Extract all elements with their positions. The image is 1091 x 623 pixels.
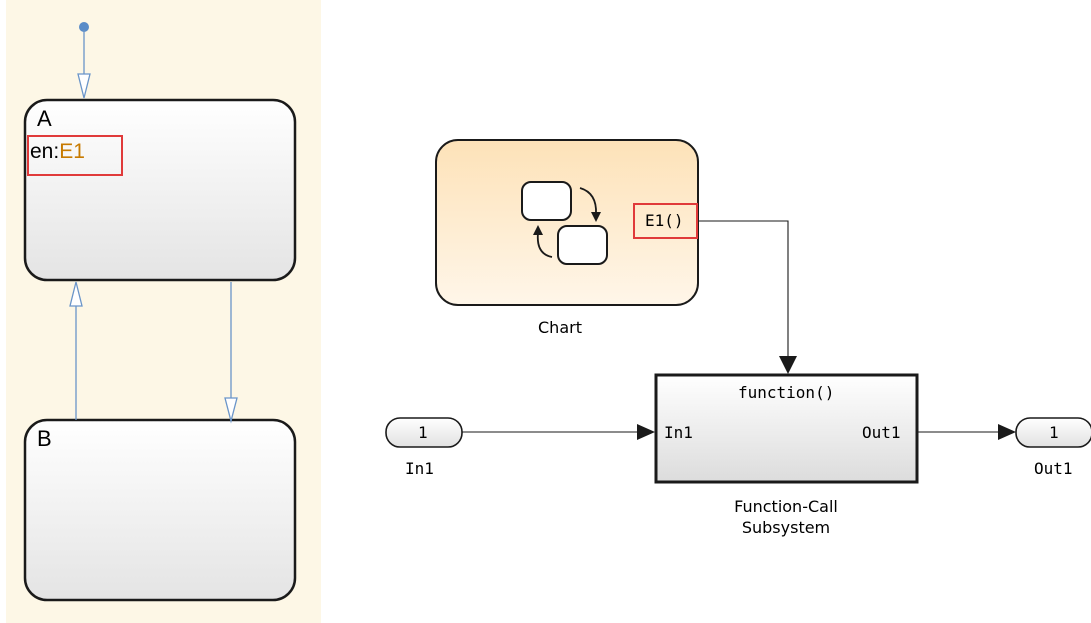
out1-signal-line[interactable] xyxy=(917,424,1016,440)
inport-label: In1 xyxy=(405,459,434,478)
subsystem-output-port-label: Out1 xyxy=(862,423,901,442)
default-transition[interactable] xyxy=(77,22,91,99)
state-a[interactable] xyxy=(23,98,297,282)
chart-label: Chart xyxy=(538,318,582,337)
state-b-name: B xyxy=(37,426,52,451)
state-a-name: A xyxy=(37,106,52,131)
function-call-subsystem[interactable] xyxy=(654,373,919,484)
subsystem-name: Function-Call Subsystem xyxy=(686,496,886,538)
e1-port-highlight xyxy=(633,203,698,239)
outport-number: 1 xyxy=(1049,423,1059,442)
entry-action-highlight xyxy=(27,135,123,176)
transition-a-to-b[interactable] xyxy=(224,282,238,424)
function-call-signal-line[interactable] xyxy=(698,220,797,374)
chart-output-port-e1: E1() xyxy=(645,211,684,230)
subsystem-input-port-label: In1 xyxy=(664,423,693,442)
state-b[interactable] xyxy=(23,418,297,602)
chart-block[interactable] xyxy=(435,139,699,306)
stateflow-chart-icon xyxy=(521,181,608,265)
inport-number: 1 xyxy=(418,423,428,442)
transition-b-to-a[interactable] xyxy=(69,281,83,420)
outport-label: Out1 xyxy=(1034,459,1073,478)
in1-signal-line[interactable] xyxy=(462,424,655,440)
subsystem-name-line1: Function-Call xyxy=(734,497,838,516)
subsystem-name-line2: Subsystem xyxy=(741,518,831,537)
entry-action-event: E1 xyxy=(59,140,85,163)
entry-action-prefix: en: xyxy=(30,140,60,163)
outport-out1[interactable] xyxy=(1015,417,1091,448)
subsystem-trigger-label: function() xyxy=(738,383,835,402)
state-a-entry-action: en:E1 xyxy=(30,140,85,164)
